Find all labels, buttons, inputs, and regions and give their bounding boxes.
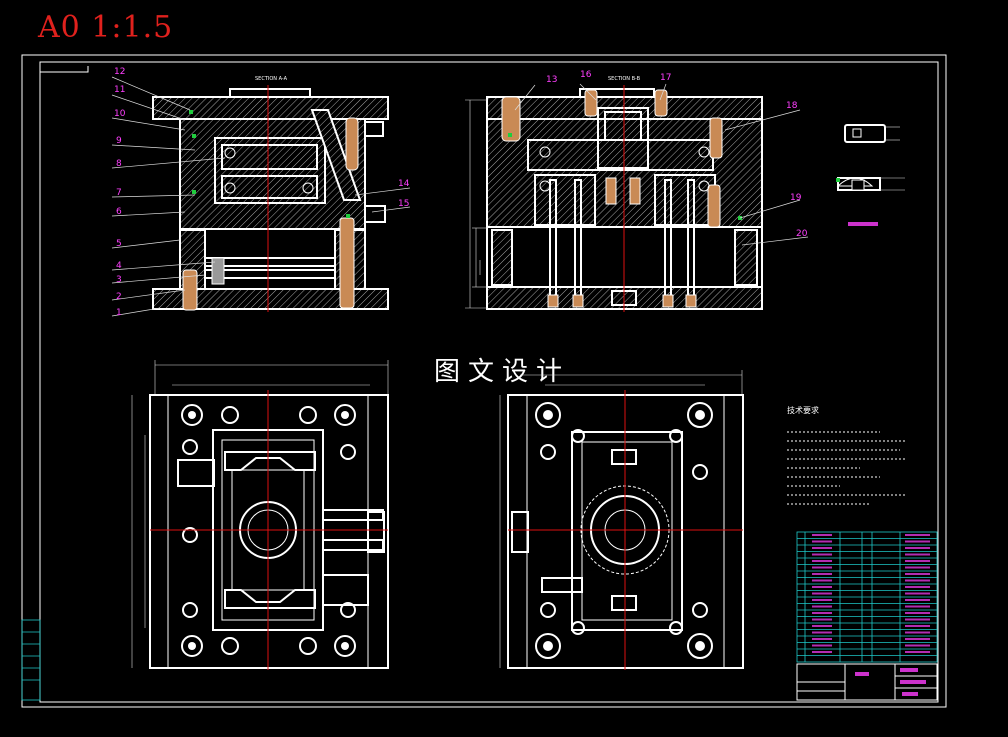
plan-view-fixed-half bbox=[499, 370, 744, 670]
section-b-b-title: SECTION B-B bbox=[608, 76, 641, 82]
plate-outline-left bbox=[149, 394, 389, 669]
leader-label-10: 10 bbox=[114, 109, 126, 119]
section-a-a-title: SECTION A-A bbox=[255, 76, 288, 82]
leader-label-13: 13 bbox=[546, 75, 557, 85]
leader-label-11: 11 bbox=[114, 85, 125, 95]
leader-label-8: 8 bbox=[116, 159, 122, 169]
section-b-b-view: SECTION B-B bbox=[465, 70, 809, 312]
sprue-bushing-top bbox=[229, 88, 311, 98]
top-clamp-plate bbox=[152, 96, 389, 120]
leader-label-6: 6 bbox=[116, 207, 122, 217]
plan-dims-right bbox=[499, 370, 743, 668]
ejector-pins-b bbox=[547, 179, 697, 308]
leader-label-9: 9 bbox=[116, 136, 122, 146]
leader-label-14: 14 bbox=[398, 179, 410, 189]
guide-pin-tan bbox=[345, 117, 359, 171]
leader-label-3: 3 bbox=[116, 275, 122, 285]
ejector-gray bbox=[211, 257, 225, 285]
left-strip-table bbox=[21, 619, 41, 701]
dimension-lines-b bbox=[465, 99, 487, 309]
bottom-clamp-plate bbox=[152, 288, 389, 310]
leader-label-12: 12 bbox=[114, 67, 125, 77]
leader-label-5: 5 bbox=[116, 239, 122, 249]
bolt-holes-left bbox=[181, 404, 356, 657]
parts-list-table bbox=[796, 531, 938, 663]
title-block bbox=[796, 663, 938, 701]
corner-tag bbox=[40, 66, 89, 73]
leader-label-7: 7 bbox=[116, 188, 122, 198]
bolt-holes-right bbox=[535, 402, 713, 659]
sheet-size-scale-label: A0 1:1.5 bbox=[38, 10, 174, 45]
watermark-text: 图文设计 bbox=[434, 357, 570, 387]
leader-label-2: 2 bbox=[116, 292, 122, 302]
leader-label-4: 4 bbox=[116, 261, 122, 271]
section-a-a-view: SECTION A-A bbox=[111, 67, 411, 318]
detail-views bbox=[836, 124, 905, 226]
guide-bush-b bbox=[501, 96, 521, 142]
notes-title: 技术要求 bbox=[787, 405, 819, 415]
leader-label-16: 16 bbox=[580, 70, 592, 80]
leader-label-15: 15 bbox=[398, 199, 409, 209]
leaders-left-group: 12 11 10 9 8 7 6 5 4 3 2 1 bbox=[111, 67, 226, 318]
plan-dims-left bbox=[131, 360, 389, 668]
sprue-cavity bbox=[597, 107, 649, 169]
return-pin-tan bbox=[339, 217, 355, 309]
angle-pin bbox=[310, 109, 362, 201]
outer-border bbox=[21, 54, 947, 708]
leader-label-20: 20 bbox=[796, 229, 808, 239]
cavity-insert bbox=[214, 137, 326, 204]
technical-notes: 技术要求 bbox=[787, 405, 905, 505]
leader-label-1: 1 bbox=[116, 308, 122, 318]
leader-label-19: 19 bbox=[790, 193, 802, 203]
leader-label-18: 18 bbox=[786, 101, 798, 111]
plan-view-moving-half bbox=[131, 360, 389, 670]
leader-label-17: 17 bbox=[660, 73, 671, 83]
inner-border bbox=[39, 61, 939, 703]
cavity-block-right bbox=[571, 431, 683, 631]
